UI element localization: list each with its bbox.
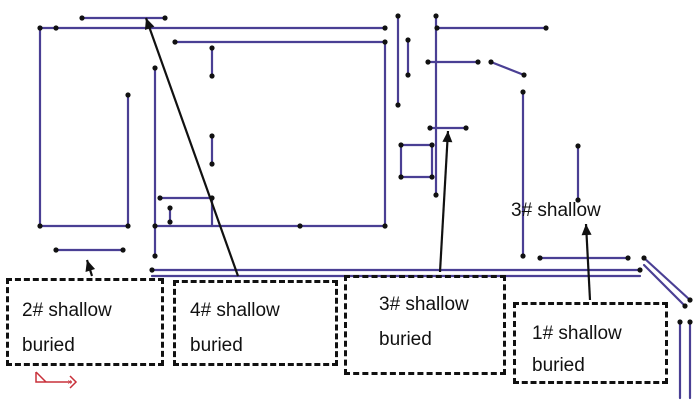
vertex-dot <box>398 174 404 180</box>
leader-arrow <box>144 17 240 277</box>
vertex-dot <box>395 13 401 19</box>
vertex-dot <box>433 13 439 19</box>
vertex-dots <box>37 13 693 325</box>
zone-3-label-line2: buried <box>379 329 432 350</box>
vertex-dot <box>209 161 215 167</box>
vertex-dot <box>120 247 126 253</box>
vertex-dot <box>475 59 481 65</box>
vertex-dot <box>405 37 411 43</box>
vertex-dot <box>125 223 131 229</box>
vertex-dot <box>152 223 158 229</box>
vertex-dot <box>425 59 431 65</box>
vertex-dot <box>687 297 693 303</box>
vertex-dot <box>382 223 388 229</box>
leader-arrow <box>438 130 453 273</box>
vertex-dot <box>637 267 643 273</box>
vertex-dot <box>382 25 388 31</box>
vertex-dot <box>427 125 433 131</box>
zone-4-label-line1: 4# shallow <box>190 300 280 321</box>
vertex-dot <box>395 102 401 108</box>
zone-4-box <box>173 280 338 366</box>
vertex-dot <box>429 142 435 148</box>
vertex-dot <box>157 195 163 201</box>
zone-3-plain-label: 3# shallow <box>511 200 601 221</box>
vertex-dot <box>297 223 303 229</box>
wall-segment <box>642 263 687 308</box>
zone-1-label-line2: buried <box>532 355 585 376</box>
vertex-dot <box>382 39 388 45</box>
vertex-dot <box>149 267 155 273</box>
vertex-dot <box>520 89 526 95</box>
coordinate-axis-icon: x <box>35 371 78 389</box>
vertex-dot <box>167 219 173 225</box>
vertex-dot <box>677 319 683 325</box>
vertex-dot <box>537 255 543 261</box>
vertex-dot <box>79 15 85 21</box>
vertex-dot <box>209 73 215 79</box>
vertex-dot <box>125 92 131 98</box>
vertex-dot <box>172 39 178 45</box>
vertex-dot <box>433 192 439 198</box>
vertex-dot <box>434 25 440 31</box>
vertex-dot <box>687 319 693 325</box>
vertex-dot <box>521 72 527 78</box>
vertex-dot <box>37 25 43 31</box>
vertex-dot <box>682 303 688 309</box>
vertex-dot <box>398 142 404 148</box>
zone-1-box <box>513 302 668 384</box>
vertex-dot <box>575 143 581 149</box>
leader-arrow <box>85 259 96 277</box>
vertex-dot <box>543 25 549 31</box>
zone-4-label-line2: buried <box>190 335 243 356</box>
zone-2-label-line2: buried <box>22 335 75 356</box>
vertex-dot <box>463 125 469 131</box>
vertex-dot <box>625 255 631 261</box>
vertex-dot <box>162 15 168 21</box>
zone-2-label-line1: 2# shallow <box>22 300 112 321</box>
vertex-dot <box>152 253 158 259</box>
leader-arrow <box>581 223 592 301</box>
leader-arrows <box>85 17 592 301</box>
vertex-dot <box>575 197 581 203</box>
vertex-dot <box>641 255 647 261</box>
vertex-dot <box>53 25 59 31</box>
vertex-dot <box>488 59 494 65</box>
zone-3-box <box>344 275 506 375</box>
wall-segment <box>489 60 526 77</box>
vertex-dot <box>520 253 526 259</box>
zone-3-label-line1: 3# shallow <box>379 294 469 315</box>
vertex-dot <box>405 72 411 78</box>
vertex-dot <box>53 247 59 253</box>
wall-segment <box>642 256 692 302</box>
zone-2-box <box>6 278 164 366</box>
svg-text:x: x <box>68 379 72 386</box>
zone-1-label-line1: 1# shallow <box>532 323 622 344</box>
vertex-dot <box>167 205 173 211</box>
vertex-dot <box>209 45 215 51</box>
vertex-dot <box>37 223 43 229</box>
vertex-dot <box>209 133 215 139</box>
vertex-dot <box>429 174 435 180</box>
vertex-dot <box>152 65 158 71</box>
